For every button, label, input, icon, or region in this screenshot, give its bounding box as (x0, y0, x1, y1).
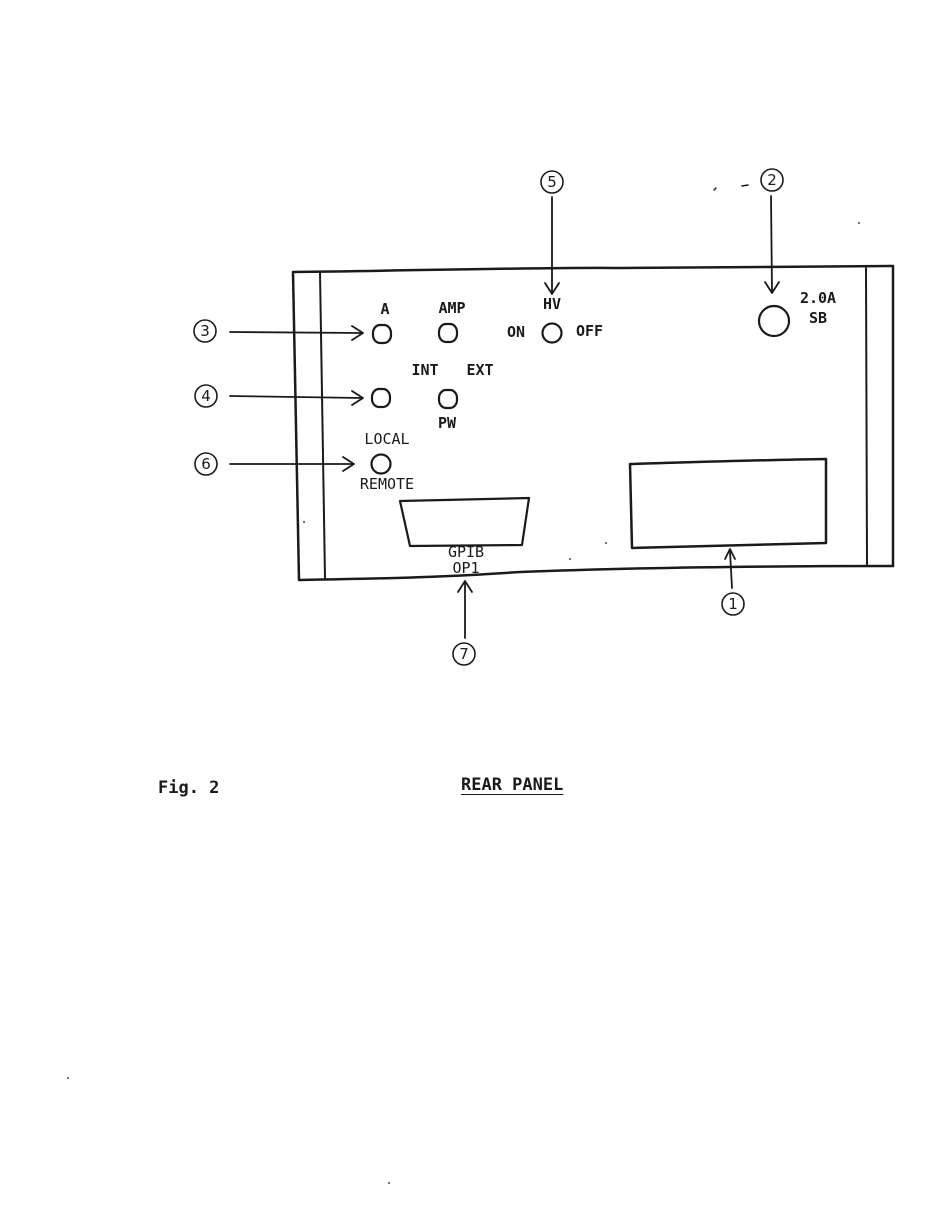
callout-3: 3 (194, 320, 363, 342)
local-remote-switch: LOCAL REMOTE (360, 430, 414, 493)
switch-amp: AMP (438, 299, 465, 342)
switch-a-label: A (380, 300, 389, 318)
callout-2: 2 (761, 169, 783, 293)
stray-marks (714, 185, 748, 190)
callout-2-number: 2 (767, 171, 777, 189)
callout-6: 6 (195, 453, 354, 475)
callout-1-arrow (730, 551, 732, 588)
hv-label: HV (543, 295, 561, 313)
trigger-switch-knob (372, 389, 390, 407)
scan-speck (569, 558, 571, 560)
hv-off-label: OFF (576, 322, 603, 340)
switch-amp-label: AMP (438, 299, 465, 317)
trigger-int-label: INT (411, 361, 438, 379)
hv-switch: HV ON OFF (507, 295, 603, 343)
switch-a-knob (373, 325, 391, 343)
local-remote-knob (372, 455, 391, 474)
hv-on-label: ON (507, 323, 525, 341)
fuse-holder: 2.0A SB (759, 289, 836, 336)
hv-switch-knob (543, 324, 562, 343)
power-inlet-box (630, 459, 826, 548)
switch-amp-knob (439, 324, 457, 342)
fuse-rating-label: 2.0A (800, 289, 836, 307)
pw-label: PW (438, 414, 457, 432)
power-inlet (630, 459, 826, 548)
callout-7-number: 7 (459, 645, 469, 663)
callout-4: 4 (195, 385, 363, 407)
trigger-switches: INT EXT PW (372, 361, 494, 432)
callout-3-number: 3 (200, 322, 210, 340)
callout-3-arrow (230, 332, 362, 333)
callout-4-arrow (230, 396, 362, 398)
figure-label: Fig. 2 (158, 778, 219, 798)
callout-7: 7 (453, 581, 475, 665)
remote-label: REMOTE (360, 475, 414, 493)
callout-6-number: 6 (201, 455, 211, 473)
scan-speck (605, 542, 607, 544)
callout-1: 1 (722, 549, 744, 615)
scan-speck (388, 1182, 390, 1184)
gpib-option-label: OP1 (452, 559, 479, 577)
callout-5: 5 (541, 171, 563, 294)
gpib-connector-shell (400, 498, 529, 546)
switch-a: A (373, 300, 391, 343)
callout-2-arrow (771, 196, 772, 292)
callout-1-number: 1 (728, 595, 738, 613)
callout-5-number: 5 (547, 173, 557, 191)
trigger-ext-label: EXT (466, 361, 493, 379)
local-label: LOCAL (364, 430, 409, 448)
left-rail (320, 272, 325, 578)
fuse-type-label: SB (809, 309, 827, 327)
scan-speck (303, 521, 305, 523)
gpib-connector: GPIB OP1 (400, 498, 529, 577)
figure-title: REAR PANEL (461, 775, 563, 795)
right-rail (866, 268, 867, 566)
callout-4-number: 4 (201, 387, 211, 405)
pw-switch-knob (439, 390, 457, 408)
scan-speck (858, 222, 860, 224)
scan-speck (67, 1077, 69, 1079)
fuse-cap (759, 306, 789, 336)
